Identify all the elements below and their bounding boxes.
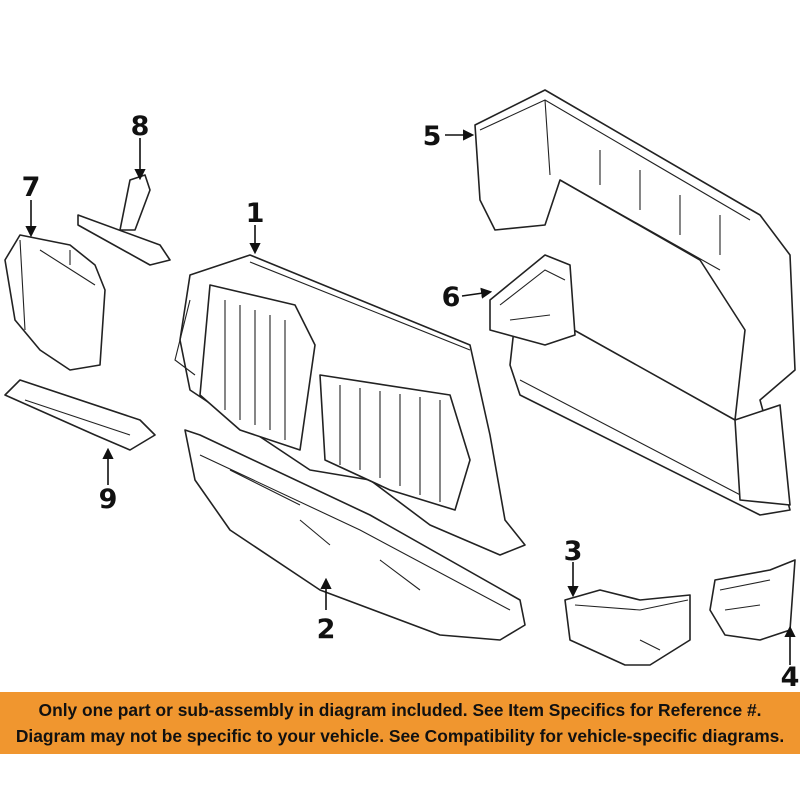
callout-1: 1	[246, 198, 265, 229]
part-8-upper-bracket	[77, 174, 171, 266]
disclaimer-line-2: Diagram may not be specific to your vehi…	[15, 726, 785, 746]
callout-3: 3	[564, 536, 583, 567]
part-3-air-duct	[564, 589, 691, 666]
part-9-lower-bracket	[4, 379, 156, 451]
part-7-left-air-duct	[4, 234, 106, 371]
part-2-lower-deflector	[184, 429, 526, 641]
callout-6: 6	[442, 282, 461, 313]
disclaimer-line-1: Only one part or sub-assembly in diagram…	[38, 700, 762, 720]
callout-4: 4	[781, 662, 800, 690]
part-6-bracket	[489, 254, 576, 346]
callout-8: 8	[131, 111, 150, 142]
callout-9: 9	[99, 484, 118, 515]
disclaimer-banner: Only one part or sub-assembly in diagram…	[0, 692, 800, 754]
callout-2: 2	[317, 614, 336, 645]
part-1-grille-panel	[174, 254, 526, 556]
callout-7: 7	[22, 172, 41, 203]
part-4-side-bracket	[709, 559, 796, 641]
callout-5: 5	[423, 121, 442, 152]
parts-diagram: 1 2 3 4 5 6 7 8 9	[4, 89, 800, 690]
leader-lines	[25, 129, 796, 665]
